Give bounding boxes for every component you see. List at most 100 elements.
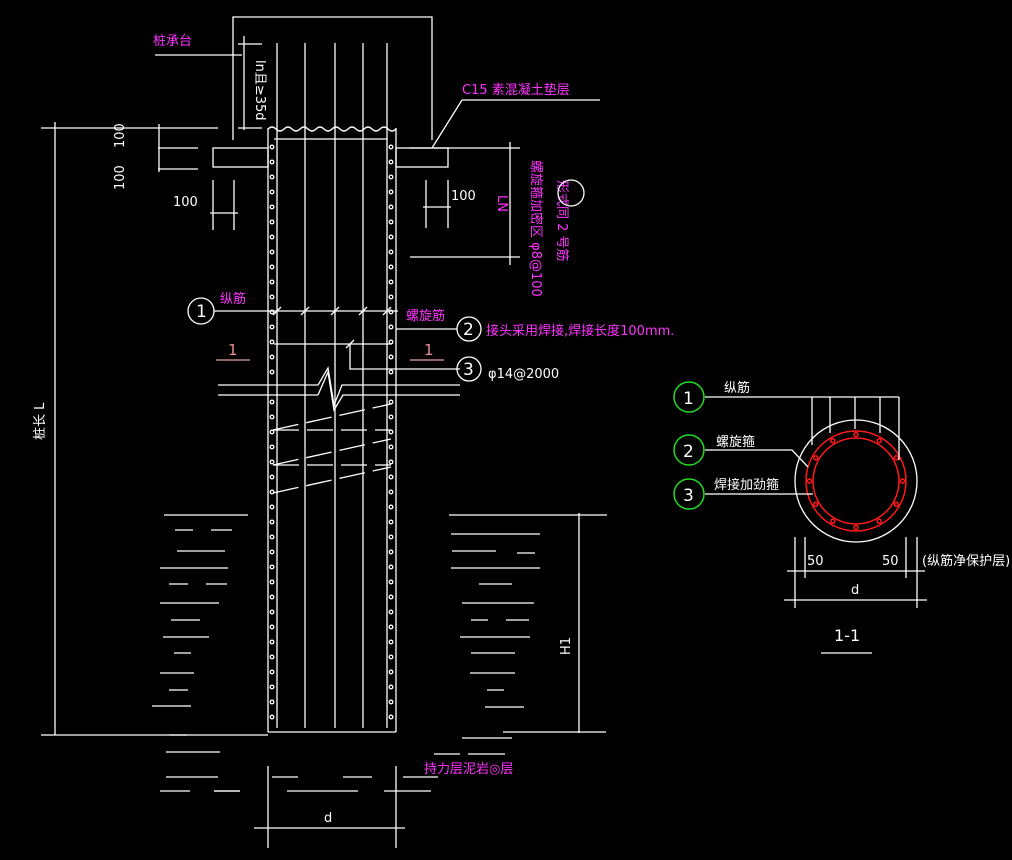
- spiral-dot: [388, 519, 394, 525]
- bearing-layer: 持力层 泥岩◎层: [424, 753, 513, 777]
- callout-3: 3 φ14@2000: [456, 356, 559, 382]
- section-bar-dots: [806, 431, 906, 531]
- spiral-dot: [269, 399, 275, 405]
- spiral-dot: [388, 624, 394, 630]
- cover-right-text: 50: [882, 554, 899, 569]
- pile-length-text: 桩长 L: [33, 402, 48, 440]
- callout-2: 螺旋筋 2 接头采用焊接,焊接长度100mm.: [396, 308, 674, 342]
- spiral-dot: [388, 219, 394, 225]
- bearing-layer-text: 持力层: [424, 762, 463, 777]
- dim-100-top: 100: [113, 123, 128, 148]
- weld-tick: [272, 306, 282, 316]
- section-bar-dot: [812, 501, 819, 507]
- weld-ticks: [272, 306, 392, 349]
- spiral-dot: [388, 489, 394, 495]
- svg-text:1: 1: [424, 341, 434, 359]
- spiral-dot: [269, 669, 275, 675]
- svg-text:1: 1: [228, 341, 238, 359]
- cover-left-text: 50: [807, 554, 824, 569]
- section-1-1: 1 纵筋 2 螺旋箍 3 焊接加劲箍 50 50 (纵筋净保护层) d 1-1: [673, 380, 1010, 654]
- anchorage-text: ln且≥35d: [252, 60, 267, 121]
- cushion-text: C15 素混凝土垫层: [462, 82, 570, 98]
- spiral-dot: [388, 159, 394, 165]
- spiral-dot: [269, 279, 275, 285]
- pile-cap-label: 桩承台: [153, 34, 242, 56]
- h1-dimension: H1: [449, 513, 607, 733]
- svg-text:1: 1: [196, 302, 207, 322]
- spiral-dot: [388, 669, 394, 675]
- section-bar-dot: [899, 478, 906, 484]
- spiral-dot: [388, 399, 394, 405]
- spiral-dot: [269, 489, 275, 495]
- stiffener-text: φ14@2000: [488, 367, 559, 382]
- long-bar-text: 纵筋: [220, 291, 246, 307]
- spiral-dot: [388, 534, 394, 540]
- dim-100-left: 100: [173, 195, 198, 210]
- spiral-dot: [269, 264, 275, 270]
- weld-tick: [330, 306, 340, 316]
- dense-zone-dimension: LN 螺旋箍加密区 φ8@100 形式同 2 号筋: [410, 142, 585, 297]
- section-callout-3: 3 焊接加劲箍: [673, 477, 779, 510]
- pile-cap-text: 桩承台: [153, 34, 192, 49]
- spiral-dot: [388, 714, 394, 720]
- section-mark-right: 1: [410, 341, 444, 361]
- spiral-dot: [388, 594, 394, 600]
- section-bar-dot: [893, 455, 900, 461]
- spiral-dot: [388, 339, 394, 345]
- svg-text:2: 2: [463, 320, 474, 340]
- cushion-layer: C15 素混凝土垫层: [212, 82, 600, 168]
- weld-tick: [382, 306, 392, 316]
- section-bar-dot: [876, 518, 882, 525]
- section-bar-dot: [853, 524, 859, 531]
- spiral-dot: [388, 429, 394, 435]
- spiral-dot: [388, 234, 394, 240]
- spiral-dot: [269, 594, 275, 600]
- section-bar-dot: [893, 501, 900, 507]
- section-mark-left: 1: [216, 341, 250, 361]
- spiral-dot: [388, 444, 394, 450]
- callout-1: 1 纵筋: [187, 291, 398, 325]
- section-diameter-text: d: [851, 583, 859, 598]
- spiral-dot: [388, 654, 394, 660]
- spiral-dot: [269, 309, 275, 315]
- spiral-dot: [388, 204, 394, 210]
- section-bar-dot: [876, 437, 882, 444]
- section-bar-dot: [830, 518, 836, 525]
- section-callout-2: 2 螺旋箍: [673, 434, 755, 466]
- spiral-dot: [388, 549, 394, 555]
- diameter-text: d: [324, 811, 332, 826]
- spiral-dot: [388, 264, 394, 270]
- spiral-dot: [388, 474, 394, 480]
- spiral-dot: [269, 324, 275, 330]
- svg-text:3: 3: [683, 486, 694, 506]
- spiral-dot: [269, 234, 275, 240]
- cover-note-text: (纵筋净保护层): [922, 553, 1010, 569]
- section-bar-dot: [830, 437, 836, 444]
- spiral-dot: [388, 249, 394, 255]
- soil-layers: [152, 514, 540, 792]
- spiral-lines: [272, 403, 392, 494]
- weld-tick: [358, 306, 368, 316]
- spiral-dot: [388, 564, 394, 570]
- spiral-dot: [269, 159, 275, 165]
- spiral-dot: [388, 324, 394, 330]
- svg-text:焊接加劲箍: 焊接加劲箍: [714, 477, 779, 493]
- section-bar-dot: [853, 431, 859, 438]
- section-bar-dot: [812, 455, 819, 461]
- spiral-dot: [269, 249, 275, 255]
- spiral-dot: [269, 699, 275, 705]
- dim-100-cushion: 100: [113, 165, 128, 190]
- spiral-dot: [269, 579, 275, 585]
- spiral-dot: [269, 654, 275, 660]
- spiral-dot: [269, 684, 275, 690]
- spiral-dot: [269, 339, 275, 345]
- spiral-bar-text: 螺旋筋: [406, 308, 445, 324]
- spiral-dot: [388, 504, 394, 510]
- spiral-dot: [269, 519, 275, 525]
- spiral-dot: [269, 444, 275, 450]
- dim-100-right: 100: [451, 189, 476, 204]
- weld-tick: [300, 306, 310, 316]
- spiral-dot: [388, 189, 394, 195]
- section-title: 1-1: [834, 626, 860, 645]
